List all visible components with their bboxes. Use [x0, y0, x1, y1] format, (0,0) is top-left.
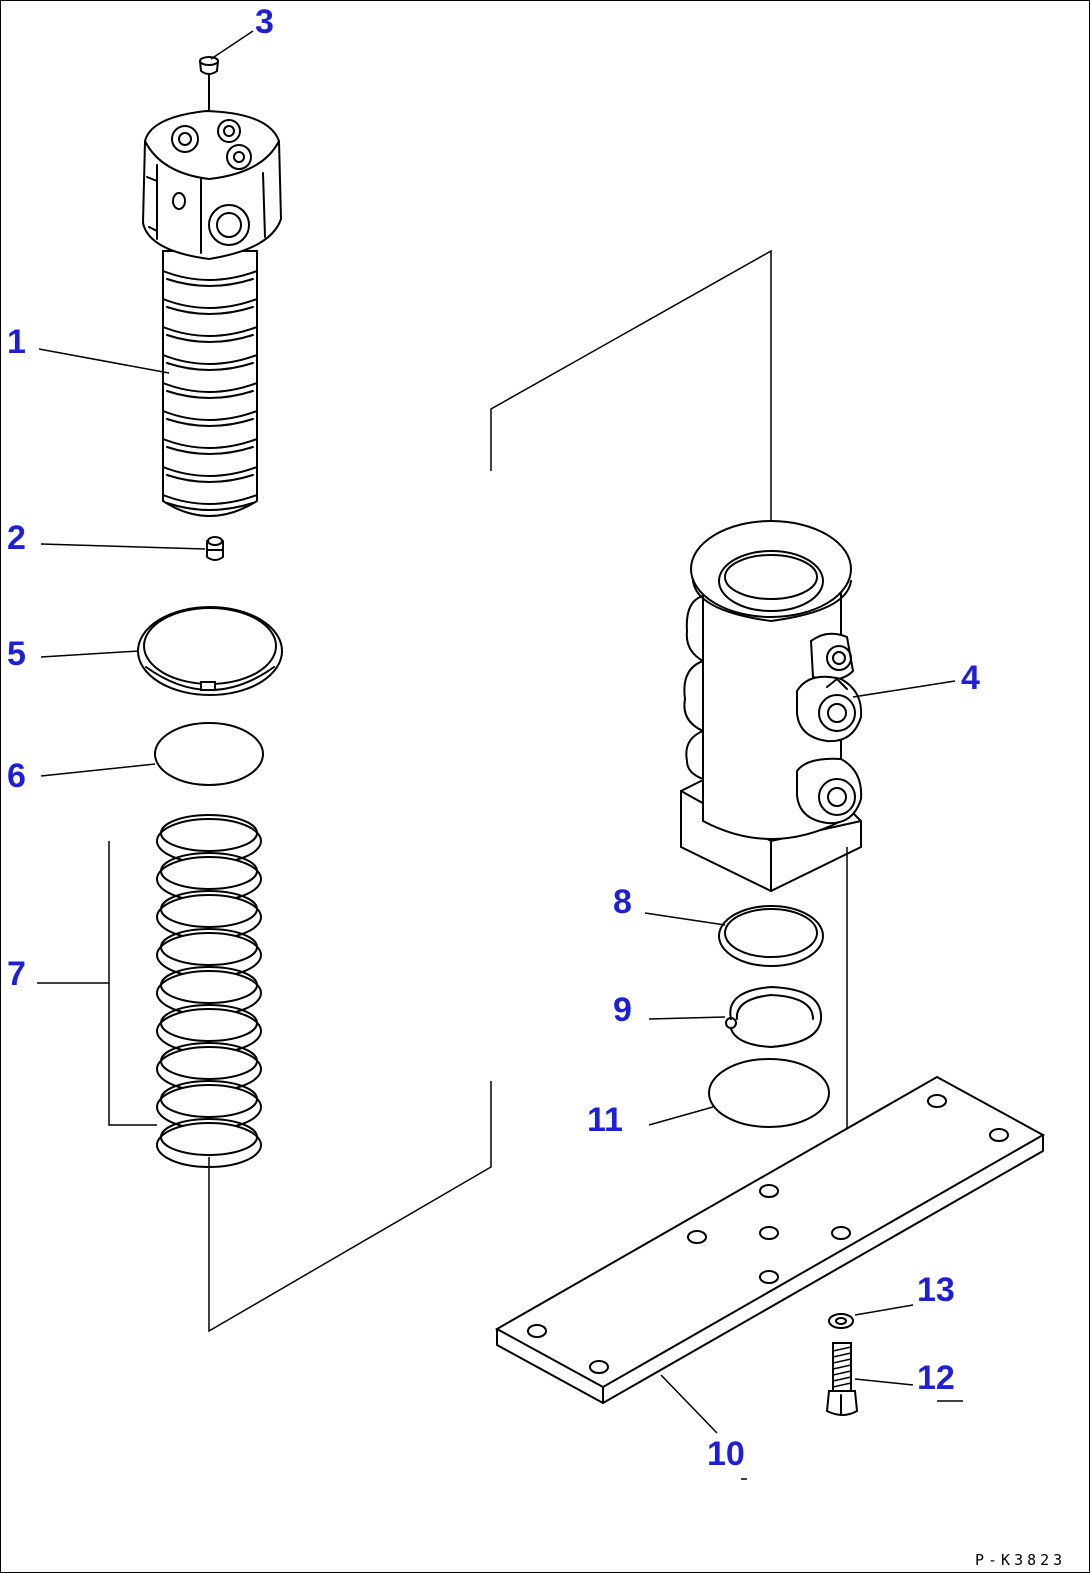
- cartridge-coil: [162, 326, 258, 337]
- cartridge-coil: [162, 410, 258, 421]
- callout-11: 11: [587, 1101, 623, 1139]
- part-11-disc: [708, 1058, 830, 1128]
- bolt-thread: [832, 1376, 852, 1382]
- cartridge-coil-inner: [166, 362, 254, 371]
- bolt-thread: [832, 1346, 852, 1352]
- bolt-thread: [832, 1358, 852, 1364]
- cartridge-coil-inner: [166, 502, 254, 511]
- spring-coil-inner: [160, 1004, 258, 1042]
- bolt-thread: [832, 1382, 852, 1388]
- cartridge-coil: [162, 438, 258, 449]
- callout-1: 1: [7, 323, 26, 361]
- callout-8: 8: [613, 883, 632, 921]
- part-12-bolt: [825, 1342, 859, 1416]
- callout-7: 7: [7, 955, 26, 993]
- cartridge-coil: [162, 494, 258, 505]
- spring-coil-inner: [160, 814, 258, 852]
- callouts: 3 1 2 5 6 7 4 8 9 11 13 12 10: [7, 3, 980, 1473]
- part-6-disc: [154, 722, 264, 786]
- cartridge-coil: [162, 382, 258, 393]
- callout-4: 4: [961, 659, 980, 697]
- callout-3: 3: [255, 3, 274, 41]
- cartridge-coil-inner: [166, 446, 254, 455]
- part-2-plug: [206, 536, 224, 561]
- drawing-code: P-K3823: [975, 1551, 1066, 1569]
- plate-hole: [759, 1226, 779, 1240]
- callout-12: 12: [917, 1359, 955, 1397]
- part-10-plate: [494, 1075, 1046, 1404]
- plate-hole: [759, 1184, 779, 1198]
- callout-9: 9: [613, 991, 632, 1029]
- plate-hole: [687, 1230, 707, 1244]
- callout-13: 13: [917, 1271, 955, 1309]
- part-7-spring: [156, 814, 262, 1168]
- callout-2: 2: [7, 519, 26, 557]
- spring-coil-inner: [160, 1118, 258, 1156]
- cartridge-coil-inner: [166, 306, 254, 315]
- spring-coil-inner: [160, 852, 258, 890]
- callout-10: 10: [707, 1435, 745, 1473]
- leader-lines: [37, 30, 963, 1480]
- cartridge-coil-inner: [166, 278, 254, 287]
- plate-hole: [759, 1270, 779, 1284]
- cartridge-coil: [162, 270, 258, 281]
- cartridge-coil-inner: [166, 474, 254, 483]
- spring-coil-inner: [160, 928, 258, 966]
- plate-hole: [927, 1094, 947, 1108]
- cartridge-coil: [162, 298, 258, 309]
- spring-coil-inner: [160, 1042, 258, 1080]
- callout-6: 6: [7, 757, 26, 795]
- cartridge-coil-inner: [166, 418, 254, 427]
- plate-hole: [831, 1226, 851, 1240]
- bolt-thread: [832, 1364, 852, 1370]
- callout-5: 5: [7, 635, 26, 673]
- part-8-ring: [718, 905, 824, 967]
- cartridge-coil: [162, 354, 258, 365]
- part-5-ring: [137, 606, 283, 696]
- part-13-washer: [828, 1313, 854, 1329]
- spring-coil-inner: [160, 890, 258, 928]
- bolt-thread: [832, 1370, 852, 1376]
- part-4-valve-body: [680, 520, 863, 1231]
- plate-hole: [589, 1360, 609, 1374]
- part-9-snap-ring: [725, 986, 823, 1048]
- assembly-line: [208, 249, 772, 1333]
- plate-hole: [989, 1128, 1009, 1142]
- spring-coil-inner: [160, 966, 258, 1004]
- bolt-thread: [832, 1352, 852, 1358]
- cartridge-coil-inner: [166, 334, 254, 343]
- plate-hole: [527, 1324, 547, 1338]
- cartridge-coil-inner: [166, 390, 254, 399]
- cartridge-coil: [162, 466, 258, 477]
- spring-coil-inner: [160, 1080, 258, 1118]
- part-1-cartridge: [141, 109, 283, 517]
